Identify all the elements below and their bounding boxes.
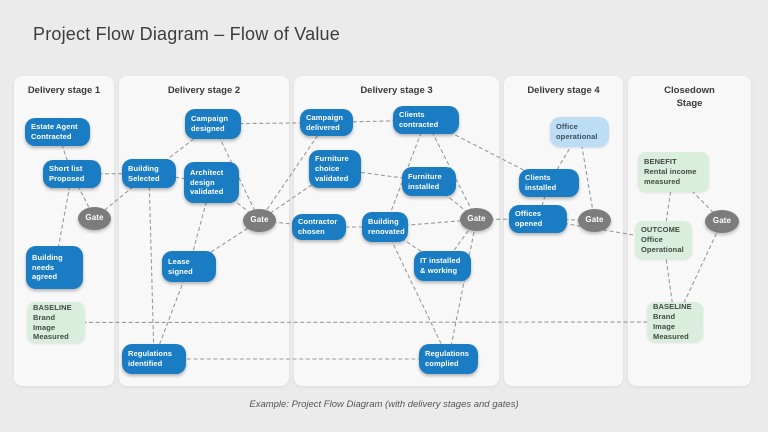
node-architect: Architect design validated	[184, 162, 239, 203]
node-building-needs: Building needs agreed	[26, 246, 83, 289]
node-baseline2: BASELINE Brand Image Measured	[647, 302, 703, 342]
gate-node-gate5: Gate	[705, 210, 739, 233]
node-lease: Lease signed	[162, 251, 216, 282]
node-clients-installed: Clients installed	[519, 169, 579, 197]
node-furniture-installed: Furniture installed	[402, 167, 456, 196]
stage-label-closedown: Closedown Stage	[664, 85, 715, 109]
node-regulations-complied: Regulations complied	[419, 344, 478, 374]
stage-label-delivery-1: Delivery stage 1	[27, 85, 101, 96]
node-it-installed: IT installed & working	[414, 251, 471, 281]
node-building-selected: Building Selected	[122, 159, 176, 188]
node-contractor: Contractor chosen	[292, 214, 346, 240]
node-estate-agent: Estate Agent Contracted	[25, 118, 90, 146]
node-outcome: OUTCOME Office Operational	[635, 221, 692, 259]
stage-label-delivery-2: Delivery stage 2	[167, 85, 241, 96]
node-offices-opened: Offices opened	[509, 205, 567, 233]
gate-node-gate2: Gate	[243, 209, 276, 232]
gate-node-gate3: Gate	[460, 208, 493, 231]
node-baseline1: BASELINE Brand Image Measured	[27, 302, 85, 343]
node-office-operational: Office operational	[550, 117, 609, 147]
node-short-list: Short list Proposed	[43, 160, 101, 188]
stage-label-delivery-4: Delivery stage 4	[527, 85, 600, 96]
node-campaign-delivered: Campaign delivered	[300, 109, 353, 136]
node-benefit: BENEFIT Rental income measured	[638, 152, 709, 192]
slide-title: Project Flow Diagram – Flow of Value	[33, 24, 340, 44]
gate-node-gate4: Gate	[578, 209, 611, 232]
stage-label-delivery-3: Delivery stage 3	[360, 85, 433, 96]
gate-node-gate1: Gate	[78, 207, 111, 230]
node-regulations-id: Regulations identified	[122, 344, 186, 374]
node-building-renovated: Building renovated	[362, 212, 408, 242]
slide-caption: Example: Project Flow Diagram (with deli…	[249, 399, 519, 410]
node-campaign-designed: Campaign designed	[185, 109, 241, 139]
node-clients-contracted: Clients contracted	[393, 106, 459, 134]
node-furniture-choice: Furniture choice validated	[309, 150, 361, 188]
